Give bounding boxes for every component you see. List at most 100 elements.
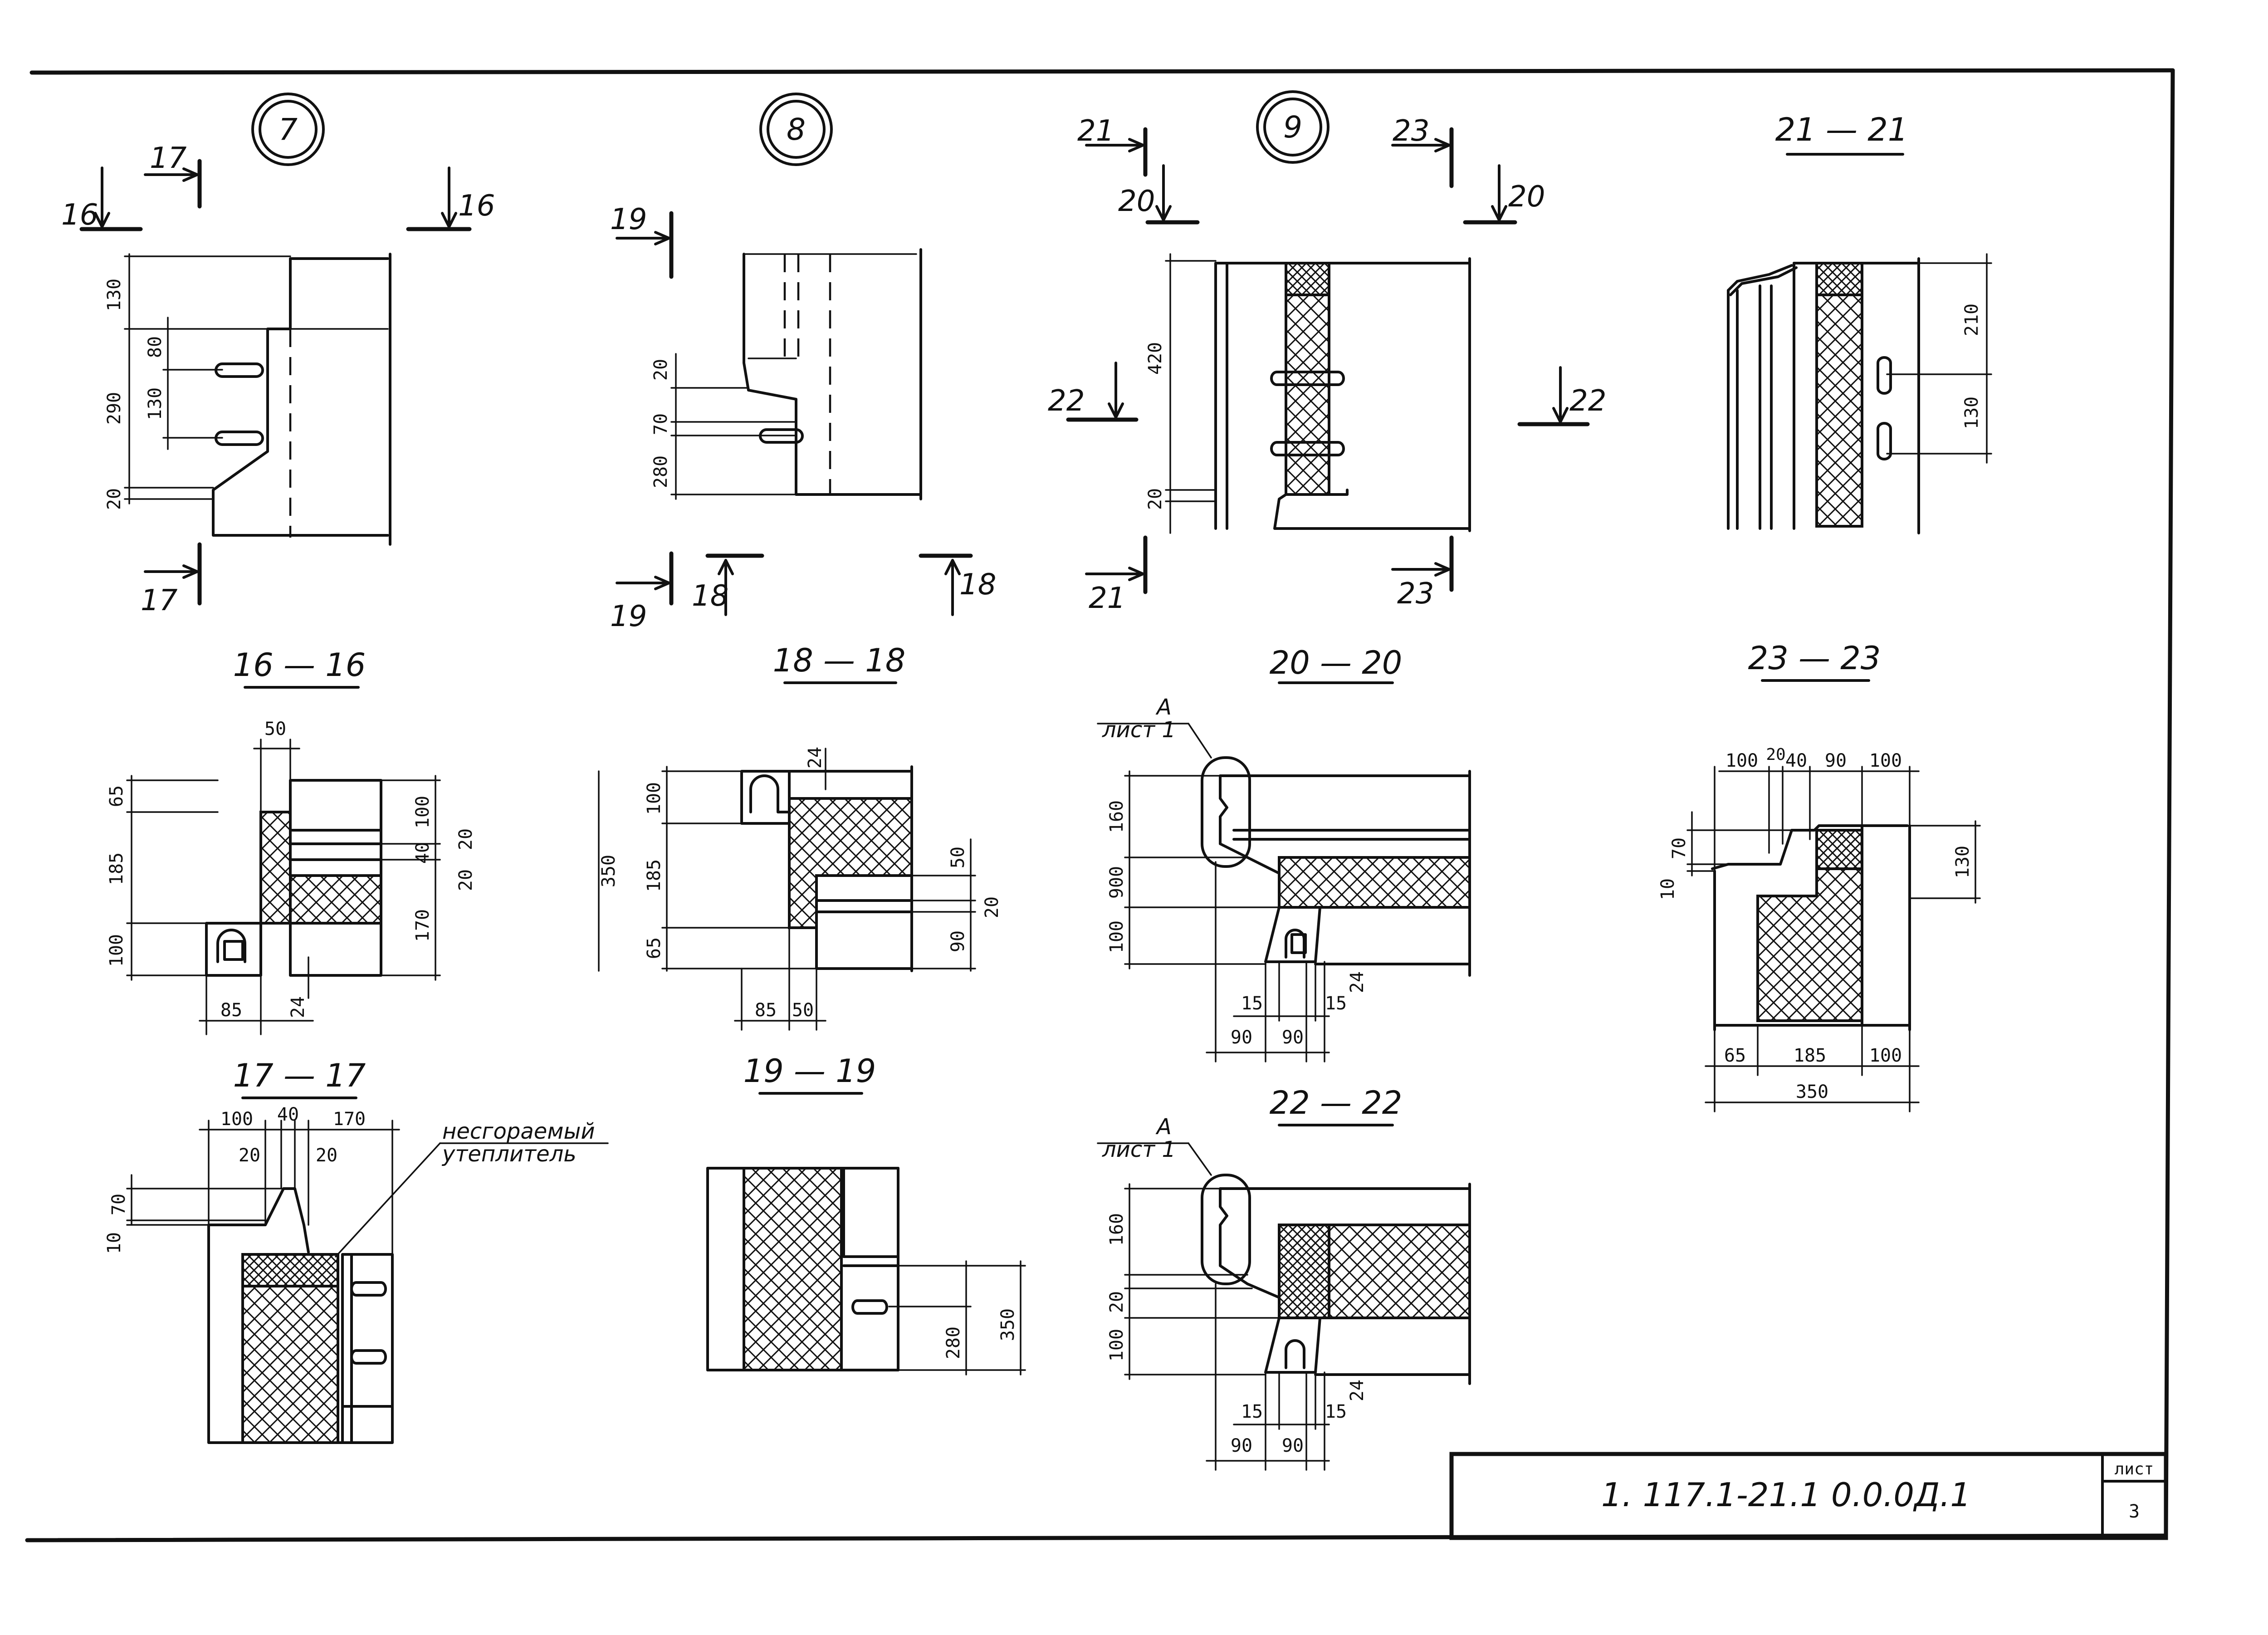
cut-mark-17-top: 17 xyxy=(150,142,187,175)
cut-mark-20-left: 20 xyxy=(1118,185,1155,218)
section-20-20: 20 — 20 А лист 1 160 900 100 90 xyxy=(1097,644,1471,1062)
dim-70-c: 70 xyxy=(108,1194,129,1215)
dim-350-b: 350 xyxy=(1796,1082,1828,1102)
detail-7: 7 16 17 16 17 130 290 20 xyxy=(61,93,495,617)
detail-9: 9 21 20 23 20 22 22 21 23 xyxy=(1048,90,1606,615)
section-title-22: 22 — 22 xyxy=(1270,1084,1403,1121)
dim-20-c: 20 xyxy=(1145,488,1166,510)
dim-90-b: 90 xyxy=(1231,1027,1252,1048)
cut-mark-23-bottom: 23 xyxy=(1397,577,1434,611)
dim-160-a: 160 xyxy=(1106,800,1127,833)
section-21-21: 21 — 21 210 130 xyxy=(1727,111,1992,534)
dim-20-f: 20 xyxy=(982,896,1002,918)
dim-70-a: 70 xyxy=(650,413,671,435)
dim-100-b: 100 xyxy=(412,796,433,828)
dim-90-e: 90 xyxy=(1231,1435,1252,1456)
detail-8: 8 19 19 18 18 20 70 280 xyxy=(610,93,996,633)
cut-mark-23-top: 23 xyxy=(1393,114,1429,148)
section-title-16: 16 — 16 xyxy=(233,646,366,684)
dim-100-e: 100 xyxy=(1725,750,1758,771)
dim-130-c: 130 xyxy=(1961,397,1982,429)
detail-7-number: 7 xyxy=(279,112,298,147)
dim-15-c: 15 xyxy=(1241,1401,1263,1422)
cut-mark-22-right: 22 xyxy=(1569,384,1606,418)
cut-mark-17-bottom: 17 xyxy=(141,584,178,617)
cut-mark-20-right: 20 xyxy=(1508,180,1545,214)
dim-15-a: 15 xyxy=(1241,993,1263,1014)
cut-mark-19-top: 19 xyxy=(610,203,647,236)
dim-130-a: 130 xyxy=(104,279,125,311)
dim-280-a: 280 xyxy=(650,455,671,488)
callout-a-letter-top: А xyxy=(1155,695,1172,720)
dim-90-c: 90 xyxy=(1282,1027,1304,1048)
dim-420: 420 xyxy=(1145,342,1166,375)
dim-185-a: 185 xyxy=(106,852,127,885)
dim-24-d: 24 xyxy=(1347,1380,1368,1401)
detail-8-number: 8 xyxy=(787,112,806,147)
dim-70-b: 70 xyxy=(1669,837,1690,859)
dim-100-i: 100 xyxy=(1106,1329,1127,1361)
cut-mark-21-top: 21 xyxy=(1077,114,1114,148)
dim-160-b: 160 xyxy=(1106,1213,1127,1246)
sheet-label: лист xyxy=(2115,1460,2154,1478)
dim-20-j: 20 xyxy=(1106,1291,1127,1313)
dim-280-b: 280 xyxy=(943,1327,964,1359)
dim-85-b: 85 xyxy=(755,1000,777,1021)
section-title-23: 23 — 23 xyxy=(1748,640,1881,677)
dim-20-g: 20 xyxy=(1766,745,1785,764)
dim-20-d: 20 xyxy=(455,828,476,850)
cut-mark-16-left: 16 xyxy=(61,198,98,232)
dim-350-a: 350 xyxy=(598,855,619,887)
dim-24-c: 24 xyxy=(1347,971,1368,993)
dim-50-b: 50 xyxy=(948,847,968,868)
dim-185-b: 185 xyxy=(644,859,665,892)
section-17-17: 17 — 17 несгораемый утеплитель 100 40 17… xyxy=(104,1057,609,1444)
section-title-20: 20 — 20 xyxy=(1270,644,1403,681)
cut-mark-19-bottom: 19 xyxy=(610,600,647,633)
dim-10-b: 10 xyxy=(104,1232,125,1254)
dim-185-c: 185 xyxy=(1794,1045,1826,1066)
dim-15-d: 15 xyxy=(1325,1401,1347,1422)
section-22-22: 22 — 22 А лист 1 160 20 100 90 9 xyxy=(1097,1084,1471,1471)
dim-90-f: 90 xyxy=(1282,1435,1304,1456)
dim-85-a: 85 xyxy=(220,1000,242,1021)
cut-mark-22-left: 22 xyxy=(1048,384,1085,418)
dim-170-a: 170 xyxy=(412,909,433,942)
dim-50-c: 50 xyxy=(792,1000,814,1021)
dim-50-a: 50 xyxy=(264,719,286,739)
dim-20-i: 20 xyxy=(316,1145,337,1166)
dim-20-e: 20 xyxy=(455,869,476,891)
section-16-16: 16 — 16 65 185 100 100 40 170 20 20 50 xyxy=(106,646,476,1035)
dim-100-h: 100 xyxy=(220,1109,253,1130)
cut-mark-18-right: 18 xyxy=(959,568,996,602)
dim-20-a: 20 xyxy=(104,488,125,510)
drawing-code: 1. 117.1-21.1 0.0.0Д.1 xyxy=(1601,1476,1971,1514)
cut-mark-18-left: 18 xyxy=(692,579,728,613)
title-block: 1. 117.1-21.1 0.0.0Д.1 лист 3 xyxy=(1449,1452,2168,1540)
section-title-18: 18 — 18 xyxy=(773,642,906,679)
dim-24-b: 24 xyxy=(805,747,826,769)
dim-350-c: 350 xyxy=(997,1308,1018,1341)
dim-90-d: 90 xyxy=(1825,750,1847,771)
dim-900: 900 xyxy=(1106,866,1127,899)
dim-40-c: 40 xyxy=(277,1104,299,1125)
dim-100-g: 100 xyxy=(1869,1045,1902,1066)
dim-20-b: 20 xyxy=(650,359,671,381)
dim-65-c: 65 xyxy=(1724,1045,1746,1066)
cut-mark-16-right: 16 xyxy=(458,189,495,223)
dim-40-b: 40 xyxy=(1785,750,1807,771)
section-title-19: 19 — 19 xyxy=(743,1052,876,1090)
dim-170-b: 170 xyxy=(333,1109,366,1130)
dim-24-a: 24 xyxy=(288,996,308,1018)
callout-a-letter-bottom: А xyxy=(1155,1114,1172,1140)
callout-sheet-top: лист 1 xyxy=(1102,717,1176,743)
section-title-17: 17 — 17 xyxy=(233,1057,366,1094)
dim-100-c: 100 xyxy=(644,782,665,815)
dim-290: 290 xyxy=(104,392,125,425)
sheet-number: 3 xyxy=(2129,1501,2140,1522)
cut-mark-21-bottom: 21 xyxy=(1089,582,1125,615)
dim-100-a: 100 xyxy=(106,934,127,967)
section-18-18: 18 — 18 100 185 65 350 50 20 90 24 xyxy=(598,642,1002,1031)
insulation-label-line2: утеплитель xyxy=(441,1141,577,1167)
